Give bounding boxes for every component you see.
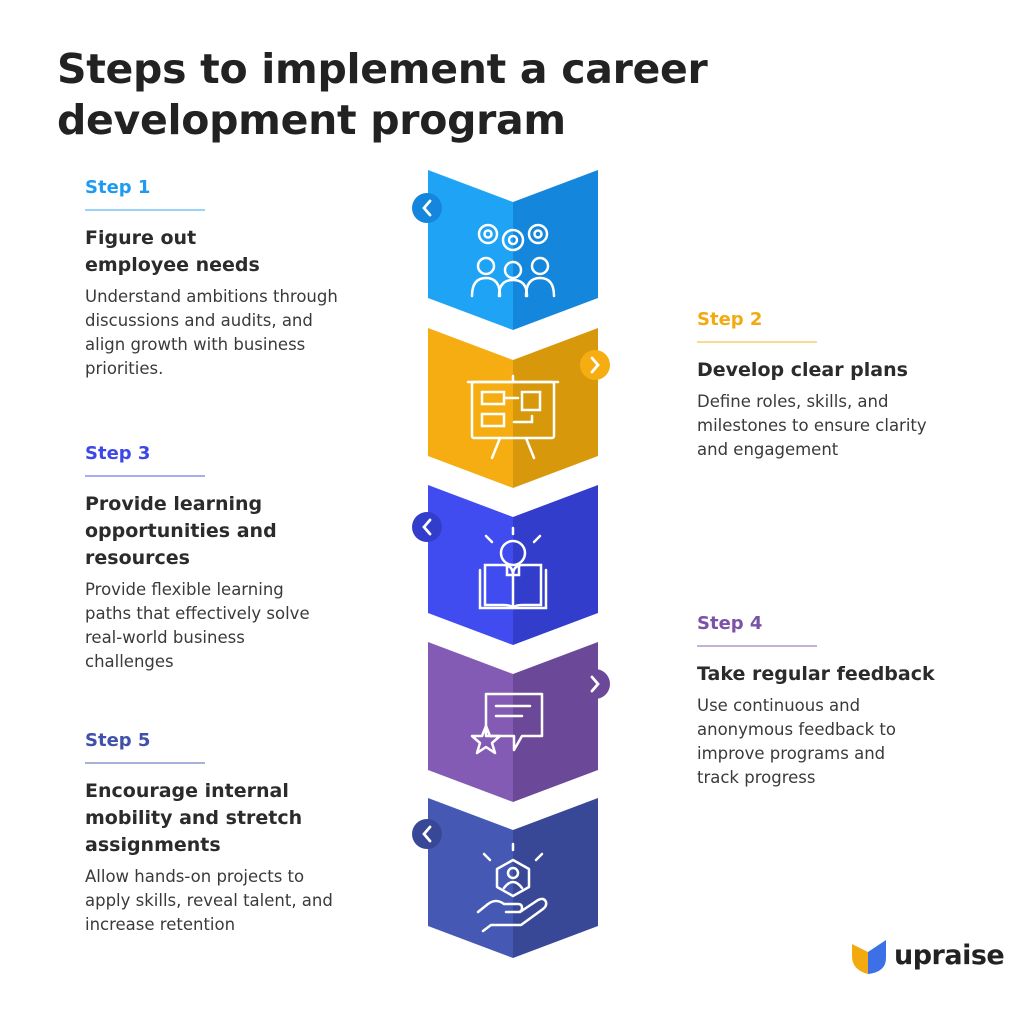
step-heading: Provide learning opportunities and resou… (85, 493, 277, 569)
step-2-block: Step 2 Develop clear plans Define roles,… (697, 309, 957, 462)
step-1-block: Step 1 Figure out employee needs Underst… (85, 177, 365, 381)
step-heading: Develop clear plans (697, 359, 908, 381)
step-description: Understand ambitions through discussions… (85, 287, 338, 378)
feedback-star-icon (470, 692, 544, 755)
chevron-step-3 (428, 485, 598, 645)
step-divider (697, 341, 817, 343)
step-heading: Encourage internal mobility and stretch … (85, 780, 303, 856)
step-label: Step 3 (85, 443, 151, 464)
lightbulb-book-icon (478, 526, 548, 610)
chevron-step-2 (428, 328, 598, 488)
step-divider (85, 475, 205, 477)
chevron-step-5 (428, 798, 598, 958)
step-label: Step 2 (697, 309, 763, 330)
hand-talent-icon (476, 842, 548, 933)
step-heading: Take regular feedback (697, 663, 935, 685)
step-description: Use continuous and anonymous feedback to… (697, 696, 896, 787)
chevron-step-1 (428, 170, 598, 330)
page-title: Steps to implement a career development … (57, 45, 708, 144)
step-3-block: Step 3 Provide learning opportunities an… (85, 443, 365, 674)
chevron-step-4 (428, 642, 598, 802)
step-label: Step 4 (697, 613, 763, 634)
step-description: Allow hands-on projects to apply skills,… (85, 867, 333, 934)
right-arrow-button-2 (580, 350, 610, 380)
step-4-block: Step 4 Take regular feedback Use continu… (697, 613, 957, 790)
brand-name: upraise (894, 940, 1005, 971)
step-divider (85, 762, 205, 764)
step-label: Step 1 (85, 177, 151, 198)
upraise-logo-icon (852, 940, 886, 974)
step-divider (697, 645, 817, 647)
step-description: Provide flexible learning paths that eff… (85, 580, 310, 671)
left-arrow-button-1 (412, 193, 442, 223)
right-arrow-button-4 (580, 669, 610, 699)
upraise-logo: upraise (850, 938, 1005, 978)
step-label: Step 5 (85, 730, 151, 751)
left-arrow-button-3 (412, 512, 442, 542)
step-5-block: Step 5 Encourage internal mobility and s… (85, 730, 365, 937)
step-heading: Figure out employee needs (85, 227, 260, 276)
chevron-column (412, 170, 610, 958)
step-divider (85, 209, 205, 211)
team-gears-icon (470, 223, 556, 298)
left-arrow-button-5 (412, 819, 442, 849)
step-description: Define roles, skills, and milestones to … (697, 392, 927, 459)
presentation-board-icon (466, 374, 560, 460)
